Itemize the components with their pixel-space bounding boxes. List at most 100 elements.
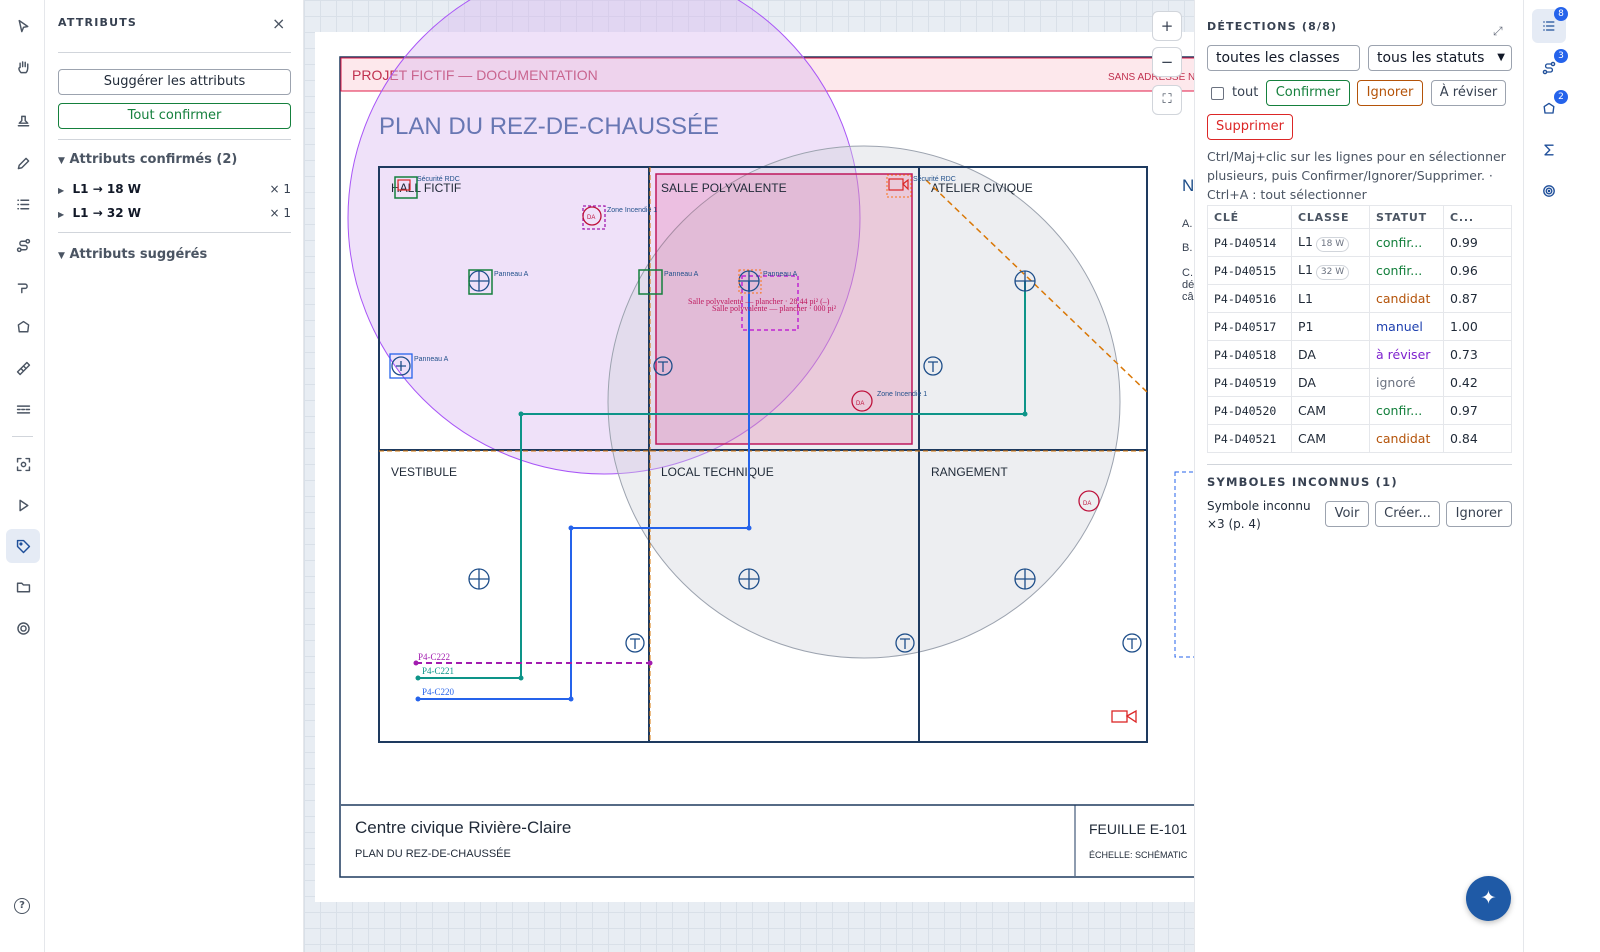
detection-box[interactable] [638,269,663,295]
light-fixture-symbol[interactable] [738,270,760,292]
confirm-button[interactable]: Confirmer [1266,80,1350,106]
circuits-icon[interactable]: 3 [1532,49,1568,85]
thermostat-symbol[interactable] [1122,633,1142,653]
attribute-badge: 32 W [1315,264,1350,280]
da-symbol[interactable] [582,206,602,226]
scan-icon[interactable] [6,447,40,481]
detections-list-icon[interactable]: 8 [1532,7,1568,43]
selection-hint: Ctrl/Maj+clic sur les lignes pour en sél… [1207,149,1506,202]
thermostat-symbol[interactable] [895,633,915,653]
suggested-attributes-header[interactable]: ▼ Attributs suggérés [58,247,207,262]
wire-circuit-teal [520,281,1026,678]
play-icon[interactable] [6,488,40,522]
wire-icon[interactable] [6,270,40,304]
fit-screen-icon[interactable]: ⛶ [1152,85,1182,115]
coverage-circle[interactable] [607,145,1121,659]
light-fixture-symbol[interactable] [468,270,490,292]
building-outline [378,166,1148,743]
attribute-key: L1 → 18 W [72,182,142,196]
detection-class: P1 [1298,319,1314,334]
detection-box[interactable] [738,269,762,294]
detection-box[interactable] [886,174,912,198]
light-fixture-symbol[interactable] [1014,568,1036,590]
ignore-unknown-button[interactable]: Ignorer [1446,501,1512,527]
folder-icon[interactable] [6,570,40,604]
ruler-icon[interactable] [6,351,40,385]
create-button[interactable]: Créer... [1375,501,1440,527]
pencil-icon[interactable] [6,146,40,180]
unknown-symbols-header: SYMBOLES INCONNUS (1) [1207,475,1398,489]
detection-key: P4-D40519 [1207,368,1292,397]
lines-icon[interactable] [6,392,40,426]
column-header-confidence[interactable]: C... [1443,205,1512,229]
drawing-canvas[interactable]: PROJET FICTIF — DOCUMENTATION SANS ADRES… [304,0,1194,952]
da-symbol[interactable] [851,390,873,412]
detection-status: confir... [1369,256,1444,285]
da-symbol[interactable] [1078,490,1100,512]
room-label: VESTIBULE [391,465,457,479]
light-fixture-symbol[interactable] [1014,270,1036,292]
column-header-class[interactable]: CLASSE [1291,205,1370,229]
detection-box[interactable] [468,269,493,295]
suggest-attributes-button[interactable]: Suggérer les attributs [58,69,291,95]
thermostat-symbol[interactable] [653,356,673,376]
wire-node [568,525,574,531]
expand-icon[interactable]: ⤢ [1493,24,1503,38]
detection-box[interactable] [582,205,606,230]
target-icon[interactable] [1532,174,1566,208]
column-header-key[interactable]: CLÉ [1207,205,1292,229]
settings-gear-icon[interactable] [6,611,40,645]
light-fixture-symbol[interactable] [738,568,760,590]
thermostat-symbol[interactable] [391,356,411,376]
detection-status: ignoré [1369,368,1444,397]
stamp-icon[interactable] [6,104,40,138]
select-tool-icon[interactable] [6,9,40,43]
list-icon[interactable] [6,187,40,221]
detection-key: P4-D40517 [1207,312,1292,341]
polygon-icon[interactable] [6,310,40,344]
attribute-key: L1 → 32 W [72,206,142,220]
light-fixture-symbol[interactable] [468,568,490,590]
project-name: Centre civique Rivière-Claire [355,818,571,837]
room-highlight[interactable] [655,173,913,445]
selection-circle[interactable] [347,0,861,475]
select-all-checkbox[interactable] [1211,87,1224,100]
thermostat-symbol[interactable] [923,356,943,376]
pan-hand-icon[interactable] [6,50,40,84]
help-icon[interactable]: ? [14,898,30,914]
view-button[interactable]: Voir [1325,501,1369,527]
detection-class: CAM [1298,403,1327,418]
thermostat-symbol[interactable] [625,633,645,653]
assistant-fab-button[interactable]: ✦ [1466,876,1511,921]
sigma-icon[interactable] [1532,133,1566,167]
confirmed-attributes-header[interactable]: ▼ Attributs confirmés (2) [58,152,237,167]
delete-button[interactable]: Supprimer [1207,114,1293,140]
route-icon[interactable] [6,228,40,262]
confirm-all-button[interactable]: Tout confirmer [58,103,291,129]
status-filter-select[interactable]: tous les statuts▼ [1368,45,1512,71]
wire-node [415,675,421,681]
zones-icon[interactable]: 2 [1532,90,1568,126]
close-icon[interactable]: × [272,14,286,33]
review-button[interactable]: À réviser [1431,80,1506,106]
class-filter-select[interactable]: toutes les classes [1207,45,1360,71]
detection-box[interactable] [389,353,413,379]
da-label: DA [1083,501,1091,507]
detection-box[interactable] [394,176,418,199]
detection-label: Zone Incendie 1 [607,207,657,214]
tag-icon[interactable] [6,529,40,563]
notes-letter: câ [1182,291,1194,303]
zoom-in-button[interactable]: + [1152,11,1182,41]
column-header-status[interactable]: STATUT [1369,205,1444,229]
zoom-out-button[interactable]: − [1152,47,1182,77]
ignore-button[interactable]: Ignorer [1357,80,1423,106]
